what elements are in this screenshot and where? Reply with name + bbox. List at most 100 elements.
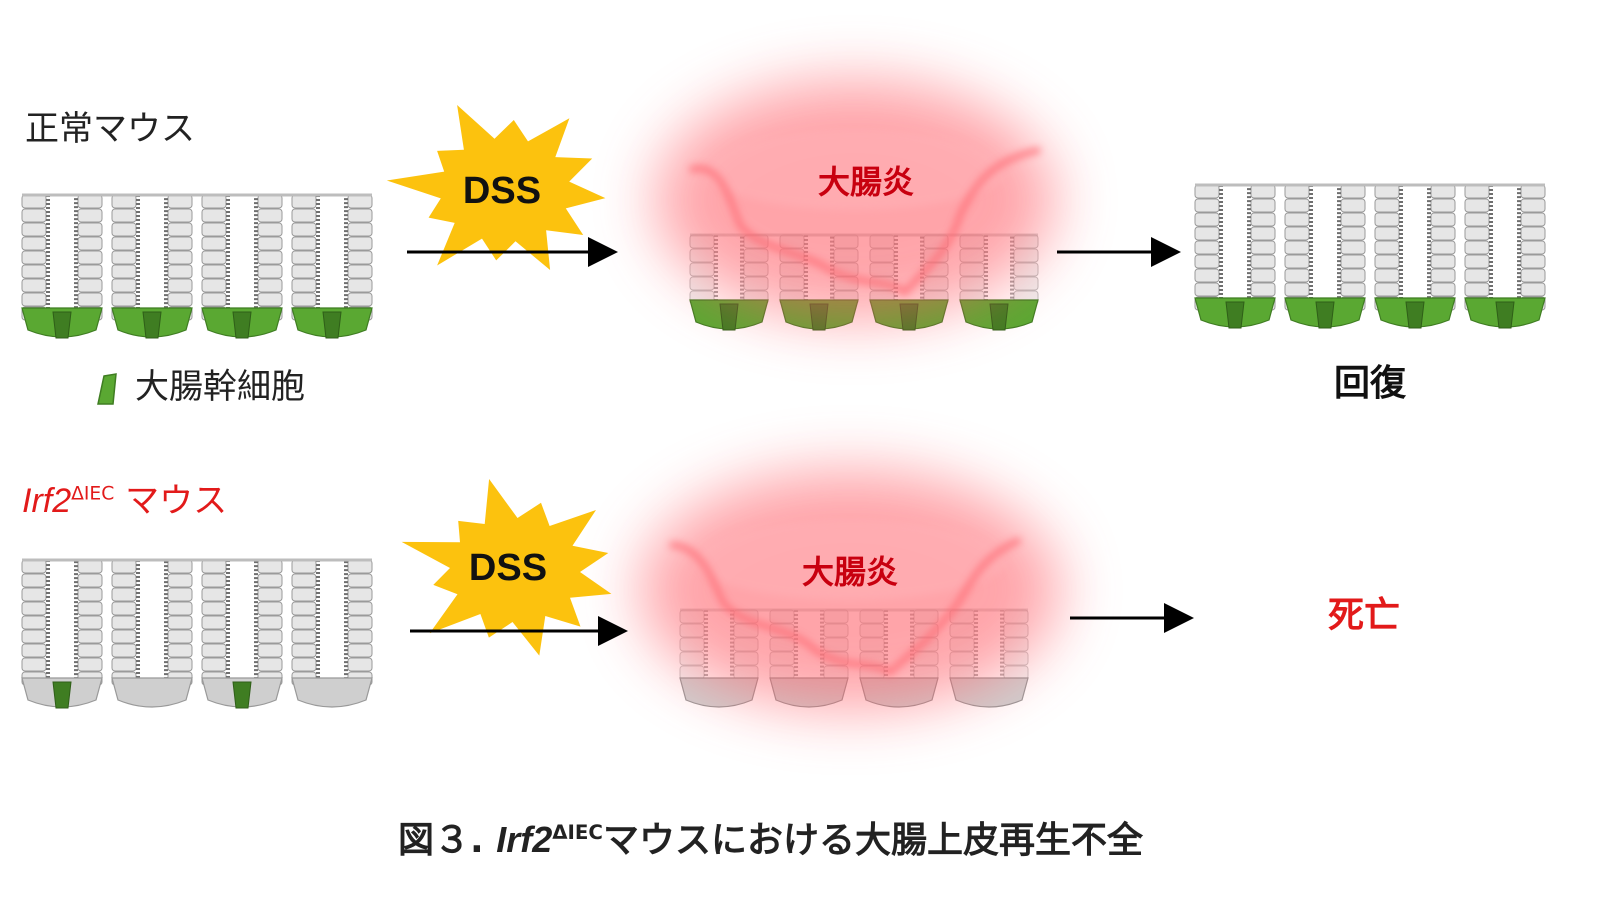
stem-cell — [232, 681, 252, 709]
epithelial-cell — [111, 601, 137, 616]
epithelial-cell — [1340, 226, 1366, 241]
epithelial-cell — [1284, 198, 1310, 213]
epithelial-cell — [21, 278, 47, 293]
epithelial-cell — [257, 292, 283, 307]
epithelial-cell — [1340, 240, 1366, 255]
epithelial-cell — [1464, 198, 1490, 213]
brush-border — [316, 195, 348, 325]
epithelial-cell — [21, 194, 47, 209]
normal-epithelium-left — [21, 193, 373, 339]
epithelial-cell — [77, 236, 103, 251]
epithelial-cell — [1284, 212, 1310, 227]
epithelial-cell — [1520, 184, 1546, 199]
epithelial-cell — [111, 587, 137, 602]
epithelial-cell — [167, 643, 193, 658]
epithelial-cell — [201, 629, 227, 644]
epithelial-cell — [201, 194, 227, 209]
epithelial-cell — [1430, 198, 1456, 213]
epithelial-cell — [167, 559, 193, 574]
epithelial-cell — [347, 559, 373, 574]
stem-cell — [1315, 301, 1335, 329]
epithelial-cell — [257, 208, 283, 223]
epithelial-cell — [1340, 198, 1366, 213]
epithelial-cell — [347, 264, 373, 279]
epithelial-cell — [167, 194, 193, 209]
epithelial-cell — [1430, 226, 1456, 241]
stem-cell — [1405, 301, 1425, 329]
epithelial-cell — [257, 559, 283, 574]
epithelial-cell — [77, 615, 103, 630]
epithelial-cell — [1340, 268, 1366, 283]
epithelial-cell — [291, 559, 317, 574]
crypt — [21, 194, 103, 339]
epithelial-cell — [1520, 226, 1546, 241]
epithelial-cell — [1374, 240, 1400, 255]
brush-border — [1399, 185, 1431, 315]
epithelial-cell — [291, 236, 317, 251]
epithelial-cell — [1250, 268, 1276, 283]
epithelial-cell — [1284, 184, 1310, 199]
epithelial-cell — [111, 615, 137, 630]
epithelial-cell — [1340, 282, 1366, 297]
crypt — [201, 194, 283, 339]
epithelial-cell — [1013, 276, 1039, 291]
caption-prefix: 図３. — [398, 820, 497, 861]
epithelial-cell — [257, 222, 283, 237]
epithelial-cell — [77, 657, 103, 672]
inflammation-glow-bottom — [640, 470, 1060, 710]
crypt — [291, 194, 373, 339]
epithelial-cell — [1520, 268, 1546, 283]
epithelial-cell — [347, 250, 373, 265]
knockout-gene-superscript: ΔIEC — [71, 483, 115, 505]
brush-border — [316, 560, 348, 695]
epithelial-cell — [1464, 212, 1490, 227]
epithelial-cell — [1250, 254, 1276, 269]
epithelial-cell — [111, 236, 137, 251]
colitis-label-top: 大腸炎 — [818, 163, 914, 201]
epithelial-cell — [1464, 240, 1490, 255]
epithelial-cell — [201, 573, 227, 588]
crypt-base — [291, 677, 373, 708]
epithelial-cell — [291, 657, 317, 672]
epithelial-cell — [167, 292, 193, 307]
epithelial-cell — [1194, 226, 1220, 241]
epithelial-cell — [21, 629, 47, 644]
knockout-gene-name: Irf2 — [22, 482, 72, 520]
epithelial-cell — [347, 236, 373, 251]
epithelial-cell — [111, 559, 137, 574]
epithelial-cell — [257, 250, 283, 265]
epithelial-cell — [1374, 184, 1400, 199]
epithelial-cell — [1194, 254, 1220, 269]
brush-border — [136, 560, 168, 695]
brush-border — [136, 195, 168, 325]
epithelial-cell — [1430, 240, 1456, 255]
epithelial-cell — [291, 573, 317, 588]
epithelial-cell — [291, 208, 317, 223]
epithelial-cell — [1464, 226, 1490, 241]
epithelial-cell — [291, 278, 317, 293]
epithelial-cell — [167, 278, 193, 293]
epithelial-cell — [347, 292, 373, 307]
epithelial-cell — [257, 601, 283, 616]
epithelial-cell — [77, 222, 103, 237]
epithelial-cell — [1520, 240, 1546, 255]
epithelial-cell — [1250, 184, 1276, 199]
epithelial-cell — [347, 194, 373, 209]
stem-cell — [142, 311, 162, 339]
epithelial-cell — [347, 657, 373, 672]
epithelial-cell — [291, 601, 317, 616]
brush-border — [1489, 185, 1521, 315]
epithelial-cell — [201, 615, 227, 630]
epithelial-cell — [1374, 268, 1400, 283]
epithelial-cell — [291, 250, 317, 265]
brush-border — [226, 195, 258, 325]
epithelial-cell — [1284, 226, 1310, 241]
epithelial-cell — [257, 194, 283, 209]
epithelial-cell — [201, 222, 227, 237]
epithelial-cell — [111, 629, 137, 644]
crypt — [1194, 184, 1276, 329]
epithelial-cell — [257, 264, 283, 279]
epithelial-cell — [201, 657, 227, 672]
epithelial-cell — [77, 250, 103, 265]
epithelial-cell — [347, 629, 373, 644]
